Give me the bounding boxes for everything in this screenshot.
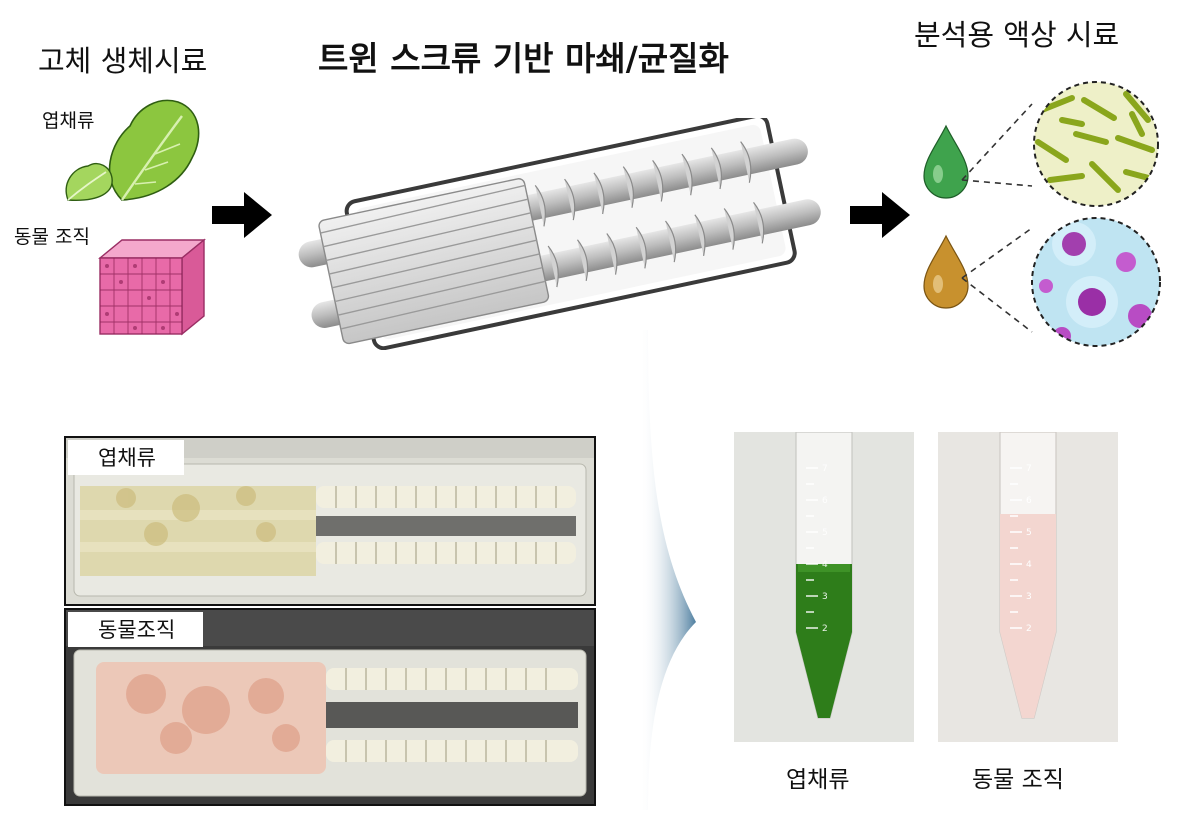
animal-photo-tag: 동물조직 <box>68 612 204 647</box>
cells-magnifier-icon <box>1031 217 1161 347</box>
tube-mark: 4 <box>1026 560 1032 570</box>
lettuce-icon <box>65 99 200 201</box>
droplet-icon <box>923 124 969 199</box>
droplet-icon <box>923 234 969 309</box>
animal-tissue-label: 동물 조직 <box>14 226 90 248</box>
tube-mark: 2 <box>822 624 828 634</box>
bacteria-magnifier-icon <box>1033 81 1159 207</box>
tube-mark: 5 <box>822 528 828 538</box>
tube-mark: 6 <box>822 496 828 506</box>
tube-mark: 4 <box>822 560 828 570</box>
magnifier-connectors <box>961 103 1033 333</box>
tube-mark: 7 <box>822 464 828 474</box>
right-arrow-icon <box>850 192 910 238</box>
animal-grinding-photo: 동물조직 <box>64 608 596 806</box>
liquid-sample-title: 분석용 액상 시료 <box>914 18 1120 52</box>
green-tube-photo: 7 6 5 4 3 2 <box>734 432 914 742</box>
twin-screw-device <box>298 118 821 350</box>
tube-mark: 2 <box>1026 624 1032 634</box>
flow-arrow-icon <box>640 330 696 810</box>
pink-tube-photo: 7 6 5 4 3 2 <box>938 432 1118 742</box>
tube-mark: 3 <box>1026 592 1032 602</box>
green-tube-label: 엽채류 <box>786 767 850 793</box>
leafy-vegetable-label: 엽채류 <box>42 110 95 132</box>
tube-mark: 7 <box>1026 464 1032 474</box>
tube-mark: 3 <box>822 592 828 602</box>
solid-sample-title: 고체 생체시료 <box>38 44 208 78</box>
tissue-cube-icon <box>98 238 206 336</box>
leafy-photo-tag: 엽채류 <box>68 440 184 475</box>
pink-tube-label: 동물 조직 <box>972 767 1064 793</box>
leafy-grinding-photo: 엽채류 <box>64 436 596 606</box>
process-title: 트윈 스크류 기반 마쇄/균질화 <box>318 39 729 78</box>
tube-mark: 6 <box>1026 496 1032 506</box>
right-arrow-icon <box>212 192 272 238</box>
leafy-screw-image <box>66 438 594 604</box>
tube-mark: 5 <box>1026 528 1032 538</box>
